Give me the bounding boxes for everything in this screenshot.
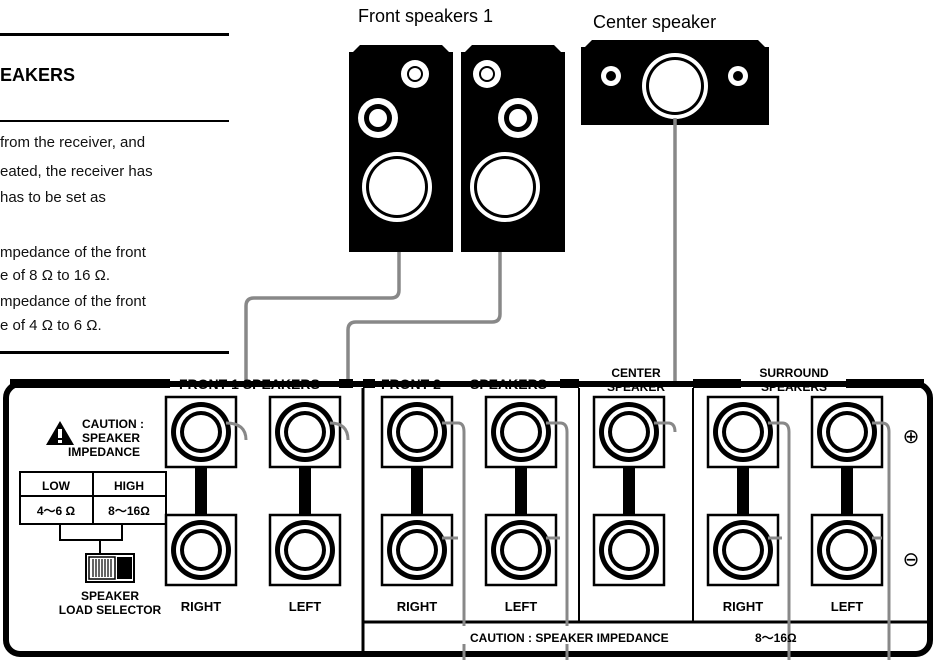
center-negative-terminal[interactable] xyxy=(592,513,666,587)
bottom-rule xyxy=(0,351,229,354)
group-headers: FRONT 1 SPEAKERS FRONT 2 SPEAKERS CENTER… xyxy=(10,366,924,394)
caution-high: HIGH xyxy=(114,479,144,493)
front1-right-negative-terminal[interactable] xyxy=(164,513,238,587)
caution-low: LOW xyxy=(42,479,71,493)
front-left-speaker xyxy=(349,45,453,252)
surround-right-label: RIGHT xyxy=(723,599,764,614)
front2-speakers-label: SPEAKERS xyxy=(470,376,547,392)
front2-left-negative-terminal[interactable] xyxy=(484,513,558,587)
paragraph-line-2: eated, the receiver has xyxy=(0,163,153,180)
surround-left-negative-terminal[interactable] xyxy=(810,513,884,587)
front-speakers-1-caption: Front speakers 1 xyxy=(358,6,494,26)
caution-impedance: IMPEDANCE xyxy=(68,445,140,459)
caution-speaker: SPEAKER xyxy=(82,431,140,445)
front1-left-terminal-pair[interactable] xyxy=(268,395,342,587)
surround-right-negative-terminal[interactable] xyxy=(706,513,780,587)
terminal-labels: RIGHT LEFT RIGHT LEFT RIGHT LEFT xyxy=(181,599,864,614)
surround-group-line1: SURROUND xyxy=(759,366,829,380)
caution-block: CAUTION : SPEAKER IMPEDANCE LOW HIGH 4～6… xyxy=(19,417,167,556)
front2-right-positive-terminal[interactable] xyxy=(380,395,454,469)
front1-speakers-label: FRONT 1 SPEAKERS xyxy=(179,376,320,392)
caution-low-value: 4～6 Ω xyxy=(37,504,76,518)
center-positive-terminal[interactable] xyxy=(592,395,666,469)
front2-left-terminal-pair[interactable] xyxy=(484,395,558,587)
top-rule xyxy=(0,33,229,36)
bottom-caution-text: CAUTION : SPEAKER IMPEDANCE xyxy=(470,631,669,645)
surround-right-terminal-pair[interactable] xyxy=(706,395,780,587)
front2-right-label: RIGHT xyxy=(397,599,438,614)
front1-right-label: RIGHT xyxy=(181,599,222,614)
heading-rule xyxy=(0,120,229,122)
center-speaker-group-line2: SPEAKER xyxy=(607,380,665,394)
selector-label-line1: SPEAKER xyxy=(81,589,139,603)
center-speaker xyxy=(581,40,769,125)
caution-high-value: 8～16Ω xyxy=(108,504,150,518)
front2-right-negative-terminal[interactable] xyxy=(380,513,454,587)
surround-left-positive-terminal[interactable] xyxy=(810,395,884,469)
front-right-speaker xyxy=(461,45,565,252)
note2-line-2: e of 4 Ω to 6 Ω. xyxy=(0,317,102,334)
section-heading: EAKERS xyxy=(0,65,76,85)
surround-left-terminal-pair[interactable] xyxy=(810,395,884,587)
selector-label-line2: LOAD SELECTOR xyxy=(59,603,162,617)
note2-line-1: mpedance of the front xyxy=(0,293,146,310)
paragraph-line-1: from the receiver, and xyxy=(0,134,146,151)
front1-left-label: LEFT xyxy=(289,599,322,614)
paragraph-line-3: has to be set as xyxy=(0,189,106,206)
caution-title: CAUTION : xyxy=(82,417,144,431)
surround-left-label: LEFT xyxy=(831,599,864,614)
front2-label: FRONT 2 xyxy=(381,376,441,392)
plus-polarity-icon: ⊕ xyxy=(903,426,920,448)
note1-line-1: mpedance of the front xyxy=(0,244,146,261)
speaker-load-selector-switch[interactable] xyxy=(85,553,135,583)
front1-right-positive-terminal[interactable] xyxy=(164,395,238,469)
note1-line-2: e of 8 Ω to 16 Ω. xyxy=(0,267,110,284)
surround-group-line2: SPEAKERS xyxy=(761,380,827,394)
front1-left-positive-terminal[interactable] xyxy=(268,395,342,469)
front1-left-negative-terminal[interactable] xyxy=(268,513,342,587)
front2-right-terminal-pair[interactable] xyxy=(380,395,454,587)
center-terminal-pair[interactable] xyxy=(592,395,666,587)
front2-left-label: LEFT xyxy=(505,599,538,614)
surround-right-positive-terminal[interactable] xyxy=(706,395,780,469)
center-speaker-group-line1: CENTER xyxy=(611,366,661,380)
bottom-caution-value: 8～16Ω xyxy=(755,631,797,645)
minus-polarity-icon: ⊖ xyxy=(903,549,920,571)
terminal-wire-stubs xyxy=(225,421,891,660)
front1-right-terminal-pair[interactable] xyxy=(164,395,238,587)
center-speaker-caption: Center speaker xyxy=(593,12,717,32)
front2-left-positive-terminal[interactable] xyxy=(484,395,558,469)
terminals xyxy=(164,395,884,587)
